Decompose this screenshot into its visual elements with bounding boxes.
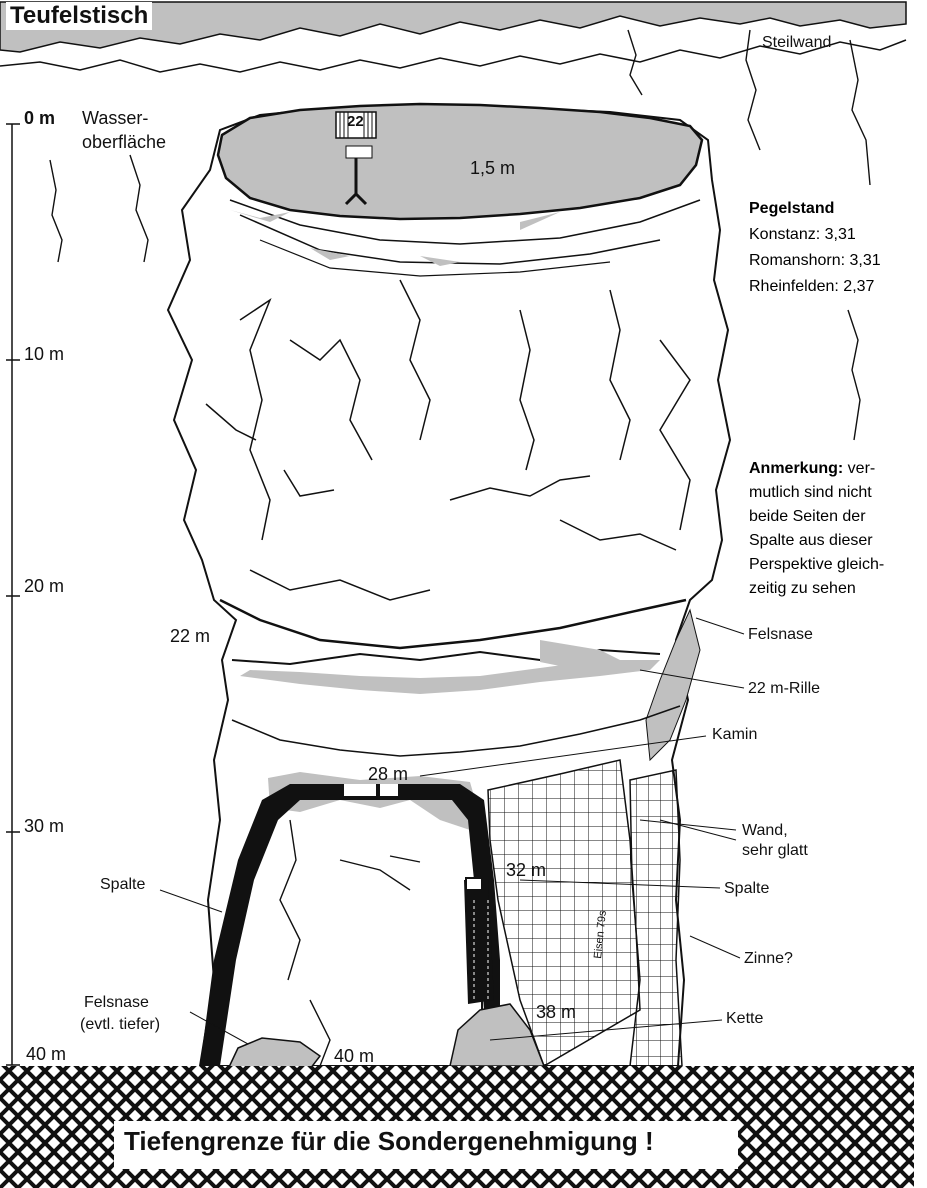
label-depth-40-mid: 40 m	[334, 1046, 375, 1066]
diagram-title: Teufelstisch	[6, 2, 153, 30]
depth-sign	[335, 111, 377, 206]
depth-limit-banner: Tiefengrenze für die Sondergenehmigung !	[124, 1126, 654, 1156]
label-zinne: Zinne?	[744, 950, 793, 967]
label-felsnase-left-1: Felsnase	[84, 994, 149, 1011]
label-felsnase-right: Felsnase	[748, 626, 813, 643]
gauge-romanshorn: Romanshorn: 3,31	[749, 252, 881, 269]
sign-number: 22	[347, 113, 364, 130]
note-line-3: beide Seiten der	[749, 508, 866, 525]
label-wand-1: Wand,	[742, 822, 788, 839]
depth-scale	[6, 123, 20, 1066]
leader-lines	[159, 617, 745, 1045]
gauge-block: Pegelstand Konstanz: 3,31 Romanshorn: 3,…	[749, 196, 881, 300]
column-cracks	[205, 279, 691, 601]
label-kamin: Kamin	[712, 726, 758, 743]
banner-box	[114, 1121, 738, 1169]
arch-cave	[200, 772, 500, 1066]
gauge-rheinfelden: Rheinfelden: 2,37	[749, 278, 875, 295]
note-line1-rest: ver-	[843, 460, 876, 477]
note-line-2: mutlich sind nicht	[749, 484, 872, 501]
label-top-depth: 1,5 m	[470, 158, 516, 178]
label-spalte-left: Spalte	[100, 876, 146, 893]
label-depth-40-left: 40 m	[26, 1044, 67, 1064]
lower-cracks	[279, 819, 421, 1067]
label-depth-0: 0 m	[24, 108, 56, 128]
label-steilwand: Steilwand	[762, 34, 832, 51]
note-line-5: Perspektive gleich-	[749, 556, 885, 573]
ledge-22m	[219, 598, 701, 762]
label-depth-22: 22 m	[170, 626, 211, 646]
label-depth-32: 32 m	[506, 860, 547, 880]
label-wand-2: sehr glatt	[742, 842, 808, 859]
label-rille: 22 m-Rille	[748, 680, 821, 697]
gauge-heading: Pegelstand	[749, 200, 835, 217]
label-spalte-right: Spalte	[724, 880, 770, 897]
note-line-6: zeitig zu sehen	[749, 580, 856, 597]
note-line-4: Spalte aus dieser	[749, 532, 873, 549]
label-water-surface-2: oberfläche	[82, 132, 167, 152]
grid-wall	[487, 759, 683, 1068]
label-felsnase-left-2: (evtl. tiefer)	[80, 1016, 161, 1033]
note-block: Anmerkung: ver- mutlich sind nicht beide…	[749, 457, 884, 601]
label-depth-38: 38 m	[536, 1002, 577, 1022]
note-line-1: Anmerkung: ver-	[749, 457, 884, 481]
steilwand-band	[0, 1, 907, 73]
label-depth-10: 10 m	[24, 344, 65, 364]
label-kette: Kette	[726, 1010, 764, 1027]
label-depth-28: 28 m	[368, 764, 409, 784]
label-depth-30: 30 m	[24, 816, 65, 836]
label-water-surface-1: Wasser-	[82, 108, 149, 128]
gauge-konstanz: Konstanz: 3,31	[749, 226, 856, 243]
label-depth-20: 20 m	[24, 576, 65, 596]
note-heading: Anmerkung:	[749, 460, 844, 477]
cliff-cracks	[49, 29, 871, 441]
